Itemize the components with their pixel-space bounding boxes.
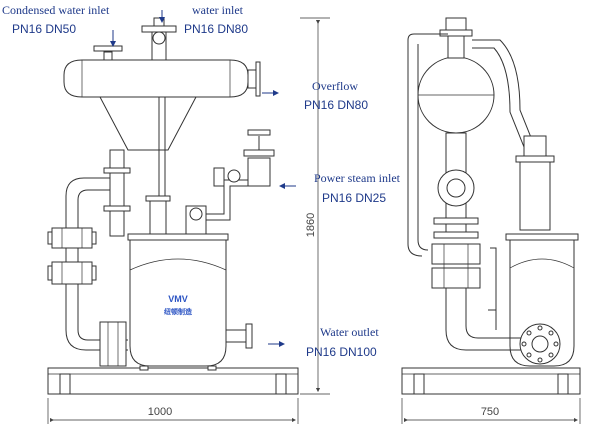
dimension-front-width: 1000	[47, 398, 299, 424]
front-base-frame	[47, 367, 299, 395]
power-steam-spec: PN16 DN25	[322, 191, 386, 205]
left-valve-upper	[47, 227, 97, 249]
water-inlet-title: water inlet	[192, 3, 244, 17]
side-view	[401, 17, 581, 395]
receiver-tank	[63, 59, 249, 98]
front-width-label: 1000	[148, 406, 172, 418]
condensed-inlet-title: Condensed water inlet	[2, 3, 110, 17]
tank-funnel	[99, 96, 197, 151]
power-steam-title: Power steam inlet	[314, 171, 401, 185]
dimension-height: 1860	[300, 17, 330, 395]
water-inlet-spec: PN16 DN80	[184, 22, 248, 36]
overflow-title: Overflow	[312, 79, 358, 93]
pump-vessel	[129, 239, 227, 367]
left-valve-lower	[47, 261, 97, 285]
water-outlet-spec: PN16 DN100	[306, 345, 377, 359]
condensed-inlet-spec: PN16 DN50	[12, 22, 76, 36]
steam-valve	[213, 129, 275, 187]
water-outlet-title: Water outlet	[320, 325, 379, 339]
brand-logo: VMV	[168, 294, 188, 304]
overflow-spec: PN16 DN80	[304, 98, 368, 112]
front-view: VMV 纽顿制造	[47, 17, 299, 395]
dimension-side-width: 750	[401, 398, 581, 424]
height-dimension-label: 1860	[305, 213, 317, 237]
side-width-label: 750	[481, 406, 499, 418]
side-base-frame	[401, 367, 581, 395]
brand-name: 纽顿制造	[164, 307, 193, 316]
